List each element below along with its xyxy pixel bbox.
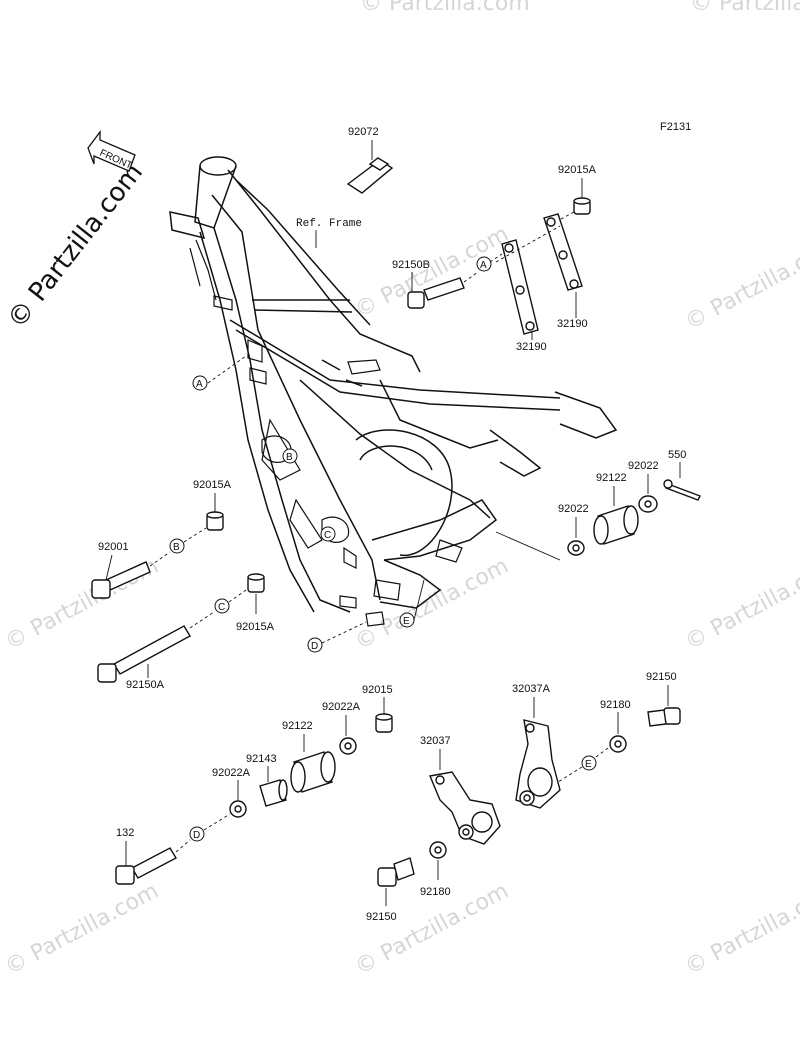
part-number-label: 92180 (600, 699, 631, 711)
part-number-label: 92180 (420, 886, 451, 898)
part-92150-low: 92150 (366, 857, 415, 923)
part-92001: 92001 B (91, 527, 207, 599)
part-92015A-left: 92015A (193, 479, 232, 531)
callout-b-frame: B (282, 448, 298, 464)
part-number-label: 32037 (420, 735, 451, 747)
part-number-label: 92022A (322, 701, 361, 713)
part-number-label: 92015A (193, 479, 232, 491)
part-number-label: 32190 (516, 341, 547, 353)
part-number-label: 92122 (282, 720, 313, 732)
watermark-text: © Partzilla.com (690, 0, 800, 16)
callout-letter: E (403, 616, 410, 627)
brand-watermark: © Partzilla.com (2, 158, 149, 335)
part-number-label: 92122 (596, 472, 627, 484)
part-lower-mount-set: 92015 92022A 92122 92143 92022A (212, 684, 393, 818)
part-number-label: 32190 (557, 318, 588, 330)
part-132: 132 D (115, 813, 231, 885)
callout-letter: A (480, 260, 487, 271)
part-number-label: 92015A (558, 164, 597, 176)
watermark-text: © Partzilla.com (351, 222, 513, 324)
part-92015A-mid: 92015A (236, 573, 275, 633)
frame-assembly (169, 156, 618, 627)
part-number-label: 92015 (362, 684, 393, 696)
callout-e-frame: E (399, 579, 425, 628)
watermark-text: © Partzilla.com (681, 234, 800, 336)
watermark-text: © Partzilla.com (681, 554, 800, 656)
part-92180-low: 92180 (420, 841, 451, 898)
callout-letter: B (286, 452, 293, 463)
part-92150-top: 92150 92180 E (557, 671, 681, 783)
part-number-label: 32037A (512, 683, 551, 695)
part-32190-pair: 32190 32190 (495, 213, 588, 353)
callout-letter: C (324, 530, 331, 541)
callout-letter: A (196, 379, 203, 390)
part-92150A: C 92150A (97, 589, 247, 691)
figure-code: F2131 (660, 121, 691, 133)
part-number-label: 92001 (98, 541, 129, 553)
part-number-label: 92150 (366, 911, 397, 923)
part-number-label: 92143 (246, 753, 277, 765)
part-right-mount-set: 550 92022 92122 92022 (495, 449, 701, 561)
part-number-label: 550 (668, 449, 686, 461)
callout-c-frame: C (320, 526, 336, 542)
part-number-label: 92022A (212, 767, 251, 779)
callout-a-frame: A (192, 355, 247, 391)
watermark-text: © Partzilla.com (681, 879, 800, 981)
part-92015A-top: 92015A (547, 164, 597, 227)
part-number-label: 92022 (628, 460, 659, 472)
part-92150B: 92150B A (392, 253, 503, 309)
callout-letter: B (173, 542, 180, 553)
front-arrow-icon: FRONT (87, 130, 136, 172)
watermark-text: © Partzilla.com (360, 0, 530, 16)
ref-frame-label: Ref. Frame (296, 218, 362, 230)
part-number-label: 92072 (348, 126, 379, 138)
part-92072: 92072 (346, 126, 394, 194)
watermark-text: © Partzilla.com (351, 554, 513, 656)
callout-letter: C (218, 602, 225, 613)
callout-letter: E (585, 759, 592, 770)
part-number-label: 92022 (558, 503, 589, 515)
part-32037A: 32037A (512, 683, 561, 809)
part-number-label: 92150B (392, 259, 430, 271)
part-32037: 32037 (420, 735, 501, 845)
part-number-label: 132 (116, 827, 134, 839)
part-number-label: 92150A (126, 679, 165, 691)
callout-d-frame: D (307, 621, 367, 653)
part-number-label: 92015A (236, 621, 275, 633)
callout-letter: D (193, 830, 200, 841)
watermark-text: © Partzilla.com (1, 879, 163, 981)
part-number-label: 92150 (646, 671, 677, 683)
callout-letter: D (311, 641, 318, 652)
